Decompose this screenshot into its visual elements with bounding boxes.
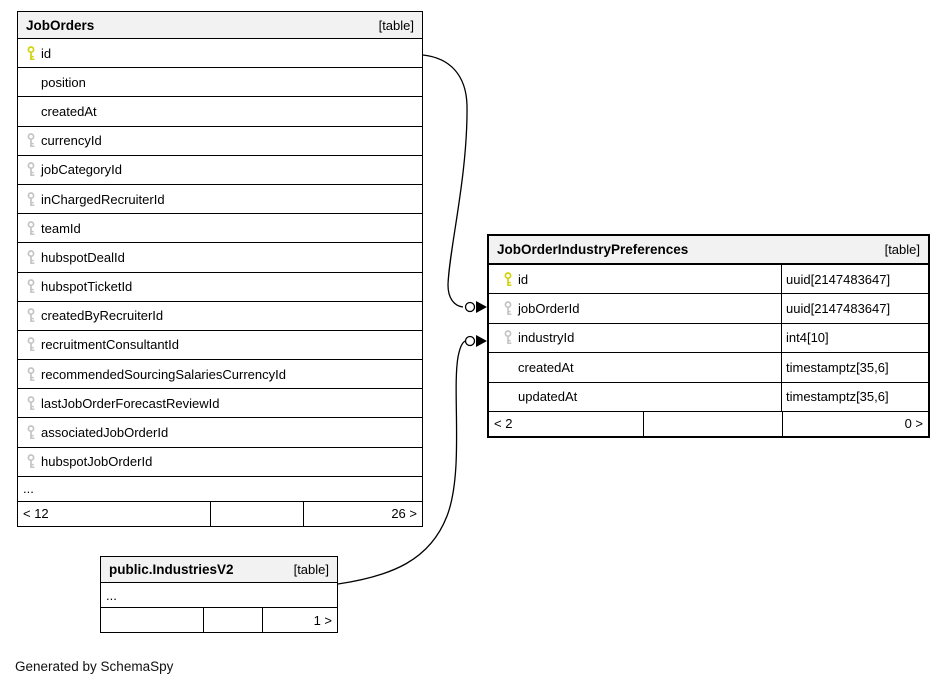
ellipsis-row: ... [101, 583, 337, 608]
column-row-associatedJobOrderId: associatedJobOrderId [18, 418, 422, 448]
column-type: uuid[2147483647] [781, 265, 928, 294]
table-header[interactable]: JobOrders [table] [18, 12, 422, 39]
column-row-createdByRecruiterId: createdByRecruiterId [18, 301, 422, 331]
foreign-key-icon [26, 308, 36, 323]
column-row-currencyId: currencyId [18, 126, 422, 156]
foreign-key-icon [503, 301, 513, 316]
cardinality-arrow-icon [476, 301, 487, 313]
table-node-joborderindustrypreferences[interactable]: JobOrderIndustryPreferences [table] id uu… [487, 234, 930, 438]
cardinality-circle-icon [464, 301, 476, 313]
table-name: JobOrders [26, 17, 95, 33]
table-footer: 1 > [101, 608, 337, 632]
column-row-hubspotTicketId: hubspotTicketId [18, 272, 422, 302]
column-row-updatedAt: updatedAt timestamptz[35,6] [489, 382, 928, 412]
cardinality-arrow-icon [476, 335, 487, 347]
column-type: timestamptz[35,6] [781, 382, 928, 411]
column-name: recommendedSourcingSalariesCurrencyId [41, 366, 286, 382]
table-type-tag: [table] [884, 242, 920, 257]
column-row-industryId: industryId int4[10] [489, 323, 928, 354]
primary-key-icon [26, 45, 36, 61]
cardinality-circle-icon [464, 335, 476, 347]
column-row-recommendedSourcingSalariesCurrencyId: recommendedSourcingSalariesCurrencyId [18, 360, 422, 390]
relationship-joborders-to-joborderid [422, 54, 487, 313]
foreign-key-icon [26, 454, 36, 469]
column-name: createdAt [41, 103, 97, 119]
column-row-id: id uuid[2147483647] [489, 265, 928, 295]
table-node-joborders[interactable]: JobOrders [table] id position createdAt cur… [17, 11, 423, 527]
column-row-createdAt: createdAt [18, 97, 422, 127]
foreign-key-icon [503, 330, 513, 345]
relationship-industriesv2-to-industryid [337, 335, 487, 585]
column-name: createdAt [518, 359, 574, 375]
ellipsis-row: ... [18, 477, 422, 502]
foreign-key-icon [26, 395, 36, 411]
column-name: hubspotTicketId [41, 279, 133, 295]
column-row-hubspotDealId: hubspotDealId [18, 243, 422, 273]
generated-by-note: Generated by SchemaSpy [15, 659, 174, 674]
column-row-id: id [18, 39, 422, 69]
foreign-key-icon [26, 133, 36, 148]
footer-parents-count: 0 > [782, 411, 928, 436]
footer-middle-cell [643, 411, 782, 436]
column-row-inChargedRecruiterId: inChargedRecruiterId [18, 184, 422, 215]
column-name: updatedAt [518, 389, 578, 405]
foreign-key-icon [26, 162, 36, 177]
column-row-hubspotJobOrderId: hubspotJobOrderId [18, 447, 422, 477]
column-name: hubspotJobOrderId [41, 454, 153, 470]
column-row-lastJobOrderForecastReviewId: lastJobOrderForecastReviewId [18, 389, 422, 419]
table-header[interactable]: JobOrderIndustryPreferences [table] [489, 236, 928, 265]
column-name: associatedJobOrderId [41, 425, 169, 441]
column-type: timestamptz[35,6] [781, 353, 928, 382]
column-type: uuid[2147483647] [781, 294, 928, 323]
table-columns: id uuid[2147483647] jobOrderId uuid[2147483… [489, 265, 928, 412]
footer-parents-count: 1 > [262, 608, 337, 632]
foreign-key-icon [26, 250, 36, 265]
table-name: JobOrderIndustryPreferences [497, 242, 689, 257]
table-header[interactable]: public.IndustriesV2 [table] [101, 557, 337, 583]
foreign-key-icon [26, 425, 36, 440]
foreign-key-icon [26, 220, 36, 236]
column-name: id [518, 271, 529, 287]
footer-middle-cell [210, 501, 303, 526]
column-name: teamId [41, 220, 81, 236]
column-name: inChargedRecruiterId [41, 191, 165, 207]
column-name: recruitmentConsultantId [41, 337, 180, 353]
table-footer: < 12 26 > [18, 501, 422, 526]
table-type-tag: [table] [378, 17, 414, 33]
footer-children-count: < 2 [494, 416, 513, 432]
footer-children-count: < 12 [23, 506, 49, 522]
column-name: industryId [518, 330, 575, 346]
table-columns: id position createdAt currencyId jobCategory… [18, 39, 422, 477]
footer-parents-count: 26 > [303, 501, 422, 526]
column-row-createdAt: createdAt timestamptz[35,6] [489, 353, 928, 383]
column-name: id [41, 45, 52, 61]
table-type-tag: [table] [293, 562, 329, 577]
table-node-industriesv2[interactable]: public.IndustriesV2 [table] ... 1 > [100, 556, 338, 633]
footer-children-count [101, 608, 203, 632]
column-row-position: position [18, 68, 422, 98]
column-name: currencyId [41, 133, 102, 149]
relationship-line [337, 340, 466, 585]
foreign-key-icon [26, 366, 36, 382]
column-name: position [41, 74, 86, 90]
column-name: createdByRecruiterId [41, 308, 164, 324]
table-footer: < 2 0 > [489, 411, 928, 436]
column-row-teamId: teamId [18, 214, 422, 244]
primary-key-icon [503, 271, 513, 287]
column-name: jobCategoryId [41, 162, 122, 178]
foreign-key-icon [26, 191, 36, 207]
column-row-jobCategoryId: jobCategoryId [18, 155, 422, 185]
relationship-line [422, 54, 468, 308]
foreign-key-icon [26, 337, 36, 352]
column-name: jobOrderId [518, 301, 580, 317]
column-row-jobOrderId: jobOrderId uuid[2147483647] [489, 294, 928, 324]
foreign-key-icon [26, 279, 36, 294]
table-name: public.IndustriesV2 [109, 562, 234, 577]
column-type: int4[10] [781, 323, 928, 353]
column-name: hubspotDealId [41, 249, 125, 265]
column-row-recruitmentConsultantId: recruitmentConsultantId [18, 330, 422, 361]
footer-middle-cell [203, 608, 262, 632]
column-name: lastJobOrderForecastReviewId [41, 395, 220, 411]
